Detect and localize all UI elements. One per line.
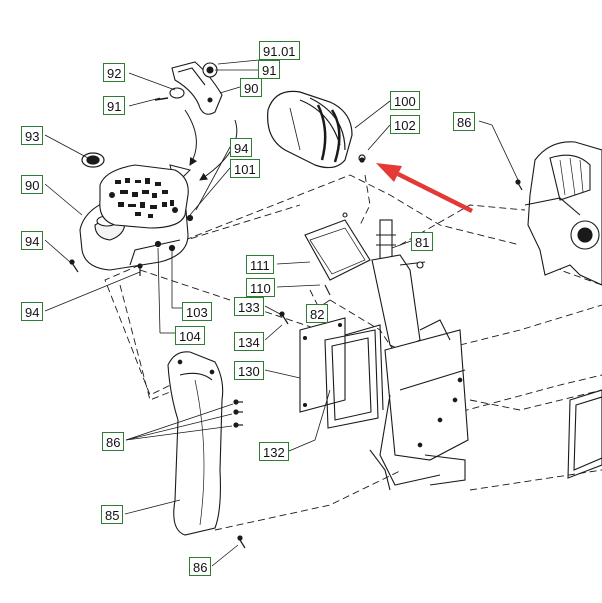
highlight-arrow [376, 163, 474, 214]
callout-86: 86 [189, 557, 212, 576]
callout-111: 111 [246, 255, 274, 274]
callout-94: 94 [21, 302, 44, 321]
fender-assembly [524, 141, 602, 286]
gasket-ring [81, 152, 105, 168]
mounting-plate-111 [304, 212, 371, 296]
callout-91: 91 [103, 96, 126, 115]
callout-130: 130 [234, 361, 264, 380]
headlight-shroud [267, 90, 366, 169]
callout-81: 81 [411, 232, 434, 251]
callout-134: 134 [234, 332, 264, 351]
callout-86: 86 [102, 432, 125, 451]
callout-133: 133 [234, 297, 264, 316]
callout-102: 102 [390, 115, 420, 134]
callout-91: 91 [258, 60, 281, 79]
callout-94: 94 [21, 231, 44, 250]
callout-90: 90 [240, 78, 263, 97]
instrument-panel [99, 164, 189, 229]
callout-90: 90 [21, 175, 44, 194]
callout-82: 82 [306, 304, 329, 323]
bezel-cap [154, 61, 223, 115]
callout-103: 103 [182, 302, 212, 321]
leader-lines [44, 59, 519, 567]
callout-85: 85 [101, 505, 124, 524]
column-bracket [369, 319, 469, 491]
callout-91-01: 91.01 [259, 41, 300, 60]
callout-104: 104 [175, 326, 205, 345]
callout-93: 93 [21, 126, 44, 145]
column-cover-85 [167, 351, 224, 536]
access-panel-130 [299, 317, 346, 413]
callout-132: 132 [259, 442, 289, 461]
callout-100: 100 [390, 91, 420, 110]
lower-right-frames [567, 389, 602, 479]
callout-94: 94 [230, 138, 253, 157]
callout-110: 110 [246, 278, 275, 297]
callout-86: 86 [453, 112, 476, 131]
callout-92: 92 [103, 63, 126, 82]
steering-column [371, 219, 426, 351]
callout-101: 101 [230, 159, 260, 178]
